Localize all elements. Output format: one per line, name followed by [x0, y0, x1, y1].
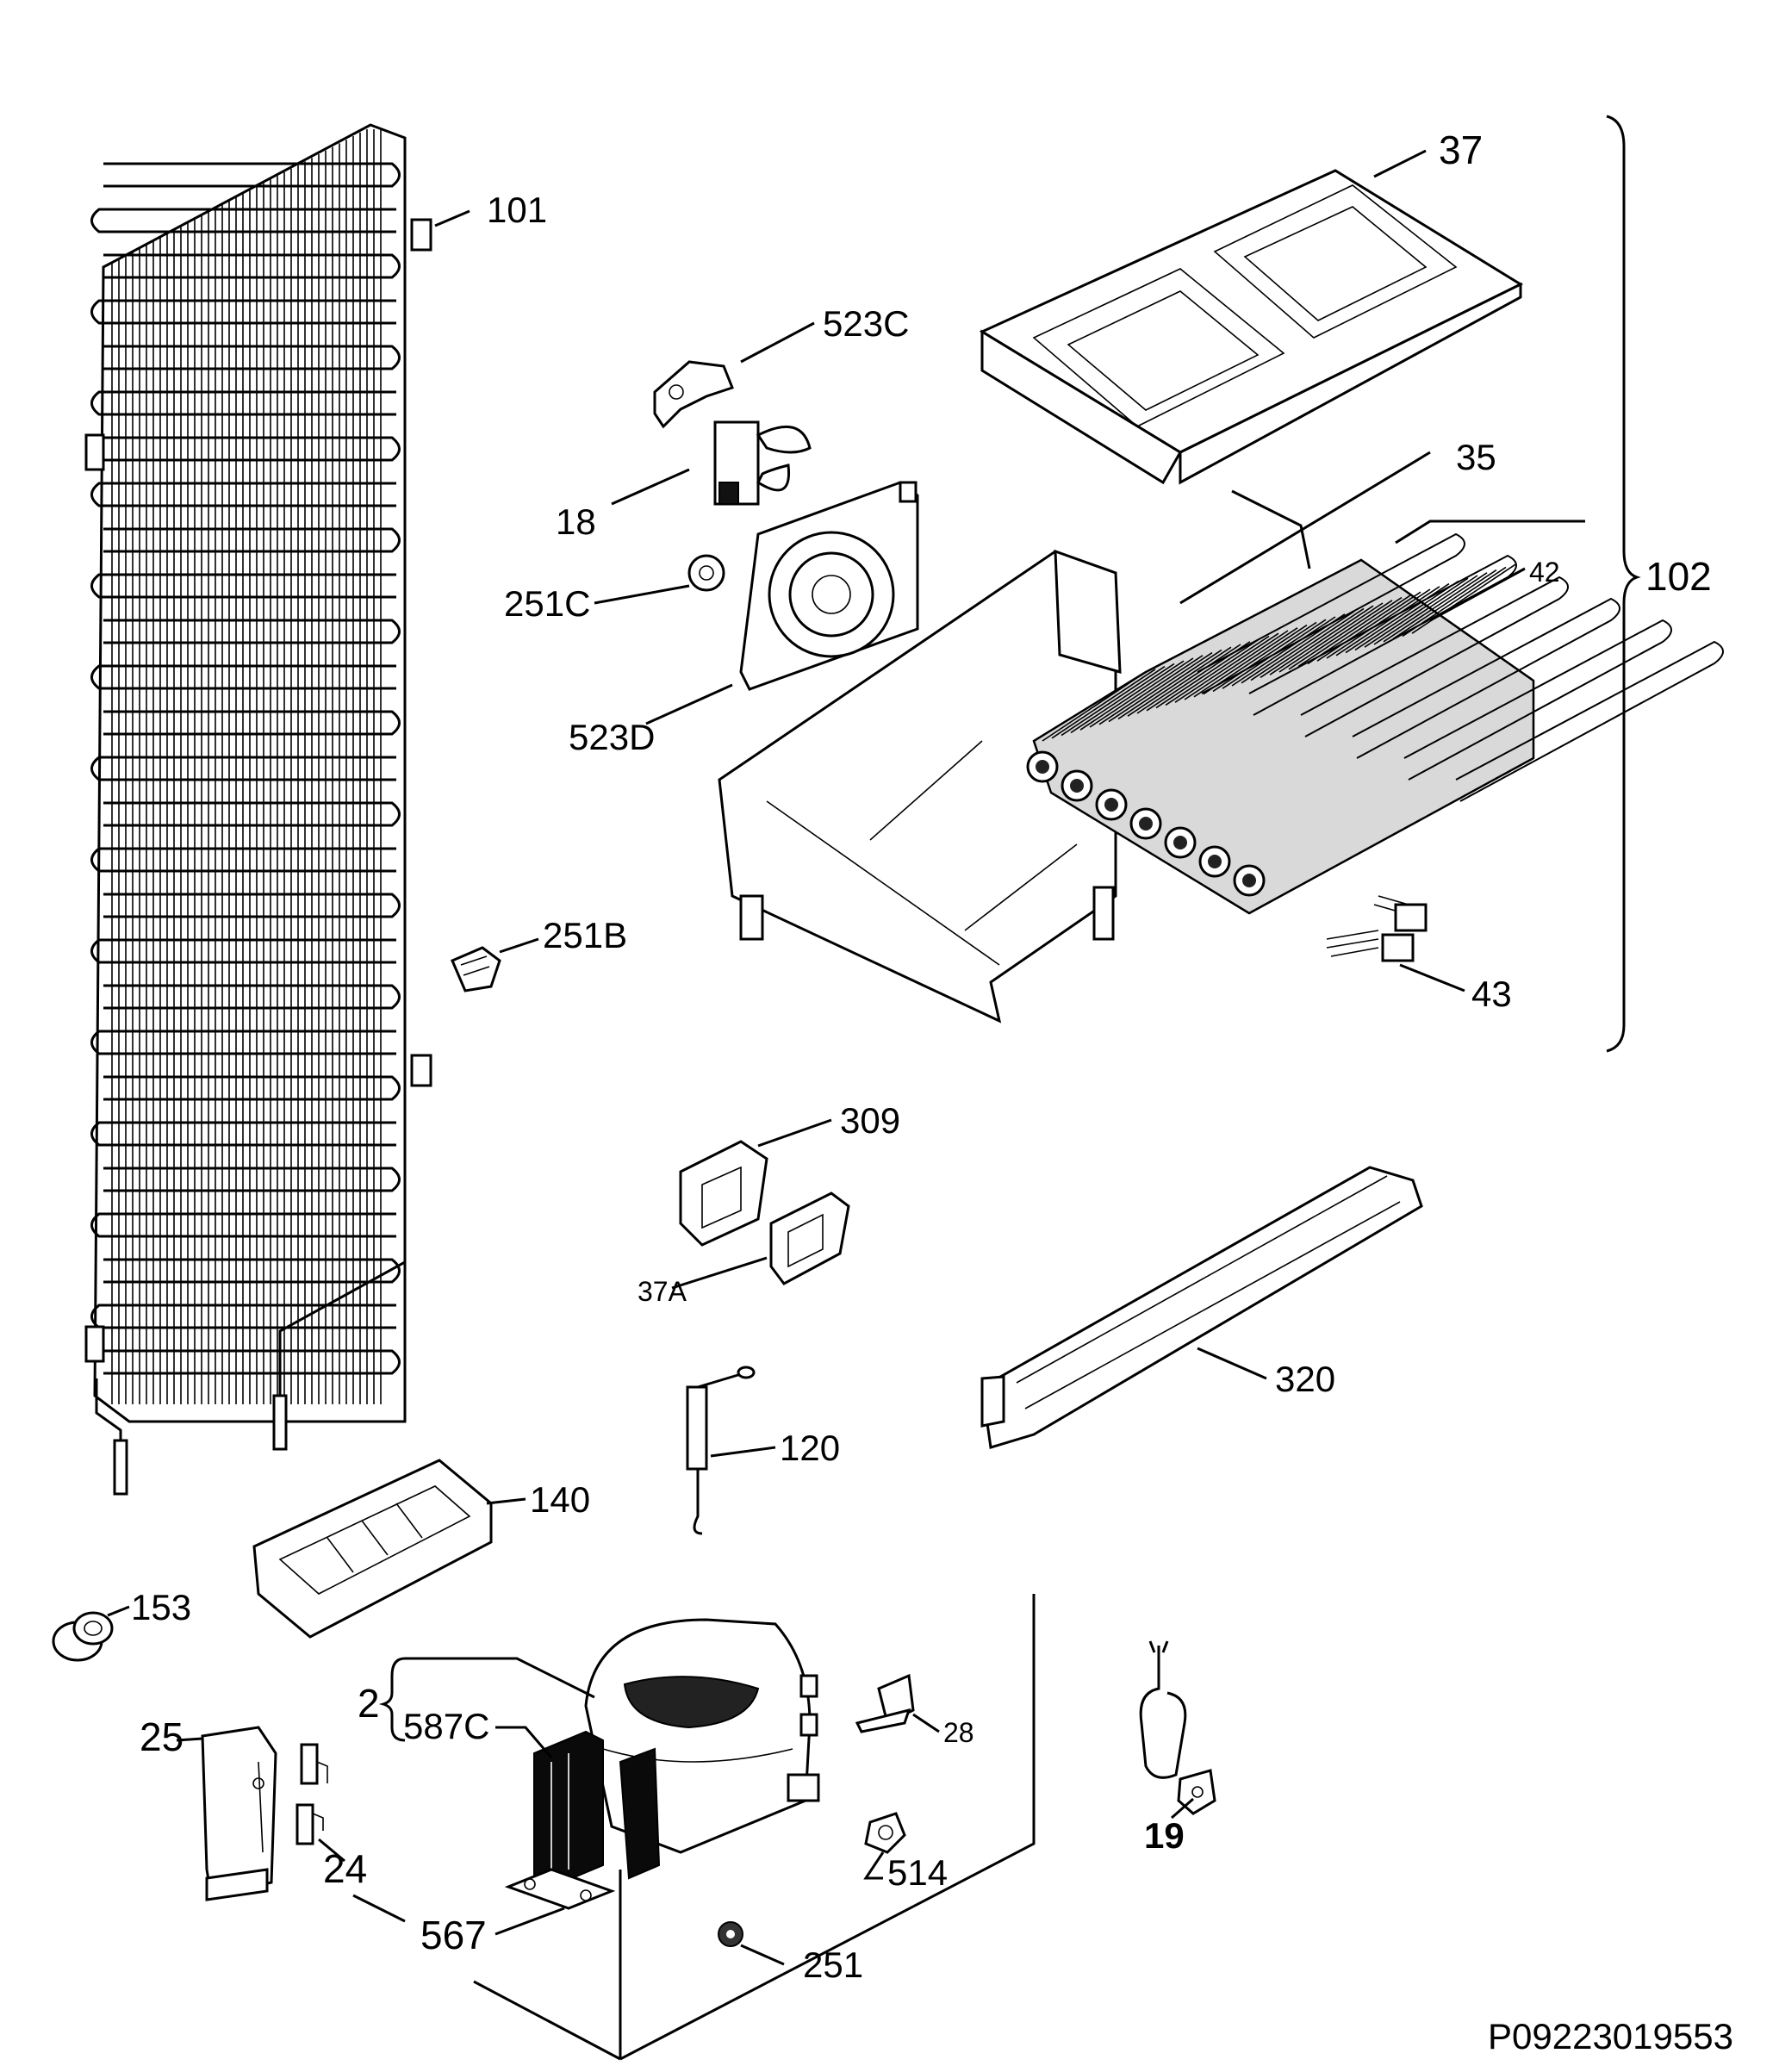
- label-320: 320: [1275, 1359, 1335, 1399]
- reference-code: P09223019553: [1488, 2016, 1733, 2056]
- label-309: 309: [840, 1100, 900, 1141]
- label-25: 25: [140, 1714, 183, 1759]
- starter-cover-25: [201, 1726, 277, 1901]
- leader-35: [1179, 451, 1431, 605]
- label-251c: 251C: [504, 583, 590, 624]
- temperature-sensor-120: [686, 1366, 756, 1535]
- drip-tray-140: [252, 1459, 493, 1639]
- label-37: 37: [1439, 128, 1483, 172]
- label-24: 24: [323, 1846, 367, 1891]
- label-101: 101: [487, 190, 547, 230]
- leader-102-line: [1395, 520, 1585, 544]
- leader-120: [710, 1446, 776, 1458]
- leader-37: [1373, 149, 1427, 178]
- fan-blade-gear: [687, 554, 725, 592]
- leader-101: [434, 209, 470, 227]
- label-251b: 251B: [543, 915, 627, 955]
- nut-251: [718, 1921, 743, 1947]
- connectors-43: [1326, 895, 1428, 962]
- leader-523c: [740, 321, 815, 364]
- relay-parts-24: [295, 1743, 328, 1845]
- mounting-plate-567: [504, 1868, 616, 1910]
- label-43: 43: [1471, 974, 1512, 1014]
- leader-25: [176, 1737, 203, 1742]
- compressor: [584, 1618, 820, 1854]
- fan-housing-plate: [739, 481, 919, 691]
- leader-251b: [499, 937, 539, 954]
- label-18: 18: [556, 501, 596, 542]
- leader-514: [863, 1851, 885, 1880]
- leader-18: [611, 468, 690, 506]
- leader-523d: [645, 683, 733, 725]
- leader-251c: [594, 584, 690, 605]
- leader-19: [1171, 1797, 1194, 1820]
- label-102: 102: [1645, 554, 1712, 599]
- label-514: 514: [887, 1852, 948, 1893]
- leader-567: [495, 1907, 565, 1936]
- power-cord-19: [1139, 1640, 1216, 1815]
- fan-bracket: [653, 360, 734, 429]
- leader-320: [1197, 1347, 1267, 1380]
- leader-567-line: [352, 1894, 406, 1923]
- evaporator-cover: [979, 169, 1524, 485]
- grommet-514: [864, 1812, 906, 1854]
- label-28: 28: [943, 1717, 974, 1748]
- clip-251b: [451, 946, 501, 992]
- label-523d: 523D: [569, 717, 655, 757]
- evaporator-coil: [1026, 532, 1724, 915]
- label-120: 120: [780, 1428, 840, 1468]
- label-587c: 587C: [403, 1706, 489, 1746]
- leader-42: [1429, 567, 1526, 622]
- leader-587c: [495, 1726, 553, 1758]
- shelf-rail-320: [980, 1166, 1423, 1449]
- label-251: 251: [803, 1944, 863, 1985]
- label-42: 42: [1529, 557, 1560, 588]
- leader-28: [912, 1713, 940, 1733]
- electronic-board-37a: [769, 1192, 850, 1285]
- brace-2: [378, 1657, 406, 1742]
- leader-251: [740, 1944, 785, 1966]
- bushing-153: [52, 1611, 114, 1662]
- clip-28: [855, 1673, 915, 1733]
- leader-43: [1399, 963, 1465, 992]
- label-19: 19: [1144, 1815, 1185, 1856]
- leader-37a: [671, 1256, 768, 1290]
- label-2: 2: [358, 1681, 380, 1726]
- label-153: 153: [131, 1587, 191, 1627]
- leader-140: [486, 1497, 526, 1505]
- leader-153: [107, 1605, 130, 1617]
- label-37a: 37A: [638, 1276, 687, 1307]
- label-140: 140: [530, 1479, 590, 1520]
- label-567: 567: [420, 1913, 487, 1957]
- compressor-box-outline: [473, 1594, 1036, 2061]
- brace-102: [1606, 115, 1641, 1053]
- leader-309: [757, 1118, 832, 1148]
- start-relay-587c: [533, 1730, 661, 1888]
- evaporator-tray: [718, 549, 1122, 1024]
- label-523c: 523C: [823, 303, 909, 344]
- fan-motor: [713, 420, 812, 506]
- leader-2: [405, 1657, 595, 1699]
- evaporator-pipe-top: [1231, 489, 1311, 569]
- leader-24: [318, 1838, 345, 1863]
- condenser-coil: [84, 123, 432, 1496]
- electronic-board-309: [679, 1140, 768, 1247]
- label-35: 35: [1456, 437, 1496, 477]
